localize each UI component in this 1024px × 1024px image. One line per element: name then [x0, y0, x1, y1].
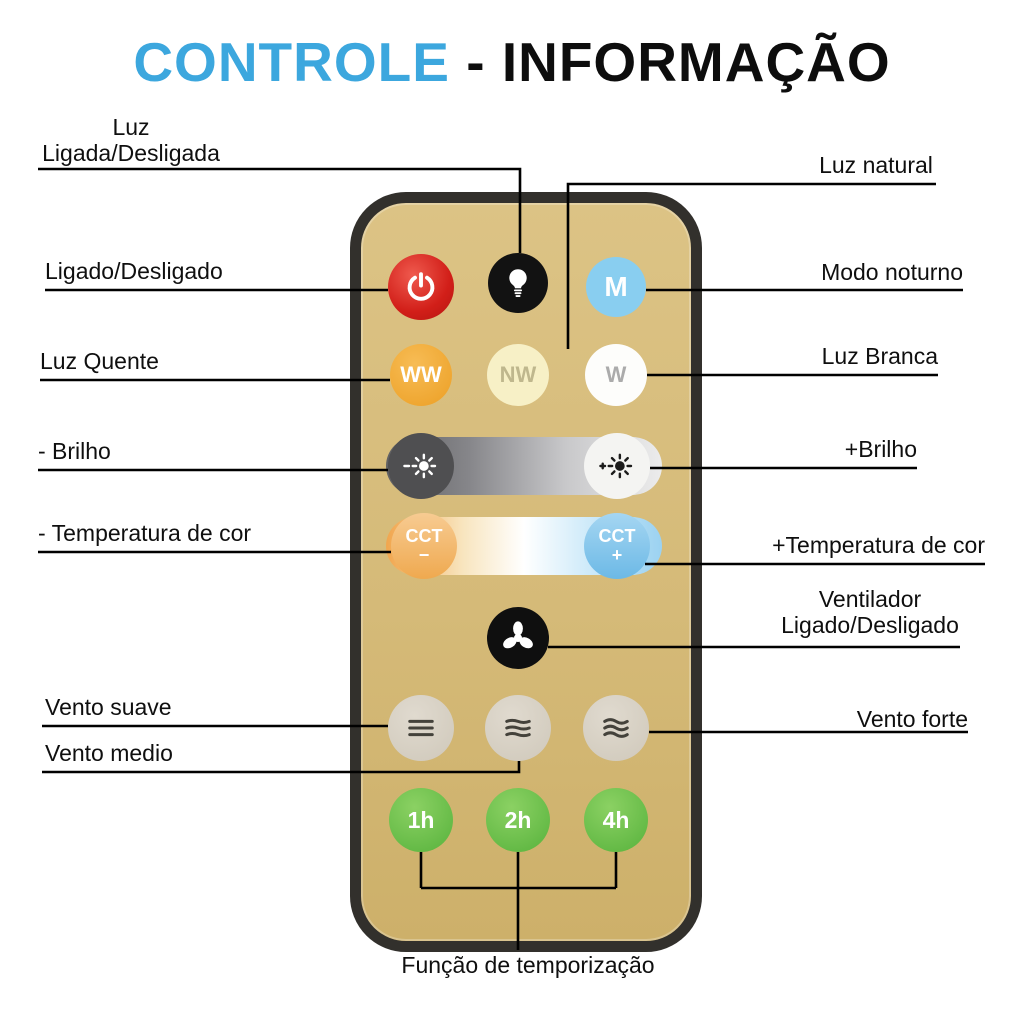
timer-1h-button: 1h: [389, 788, 453, 852]
fan-icon: [503, 621, 533, 649]
label-light-onoff-line1: Luz: [112, 114, 150, 140]
wind-soft-icon: [408, 719, 434, 737]
sun-dim-icon: [403, 453, 437, 479]
label-wind-strong: Vento forte: [856, 706, 968, 732]
cct-down-button: CCT −: [391, 513, 457, 579]
label-light-onoff: Luz Ligada/Desligada: [31, 114, 231, 166]
page-title: CONTROLE - INFORMAÇÃO: [0, 30, 1024, 94]
power-button: [388, 254, 454, 320]
warm-white-button: WW: [390, 344, 452, 406]
label-fan-onoff-line1: Ventilador: [818, 586, 922, 612]
label-night-mode: Modo noturno: [821, 259, 963, 285]
white-button: W: [585, 344, 647, 406]
warm-white-button-label: WW: [400, 362, 442, 387]
bulb-icon: [509, 269, 527, 297]
wind-strong-icon: [603, 718, 629, 738]
label-natural-light: Luz natural: [819, 152, 933, 178]
cct-down-button-sign: −: [418, 545, 430, 565]
brightness-up-button: [584, 433, 650, 499]
light-onoff-button: [488, 253, 548, 313]
timer-4h-label: 4h: [602, 806, 630, 833]
label-white-light: Luz Branca: [821, 343, 938, 369]
natural-white-button-label: NW: [499, 362, 537, 387]
label-timer-function: Função de temporização: [401, 952, 655, 978]
timer-2h-label: 2h: [504, 806, 532, 833]
label-warm-light: Luz Quente: [40, 348, 159, 374]
label-fan-onoff-line2: Ligado/Desligado: [781, 612, 959, 639]
cct-up-button-label: CCT: [598, 526, 636, 547]
night-mode-button-label: M: [604, 271, 628, 302]
label-color-temp-minus: - Temperatura de cor: [38, 520, 252, 546]
cct-up-button: CCT +: [584, 513, 650, 579]
timer-1h-label: 1h: [407, 806, 435, 833]
label-power: Ligado/Desligado: [45, 258, 223, 284]
label-brightness-plus: +Brilho: [844, 436, 917, 462]
night-mode-button: M: [586, 257, 646, 317]
fan-onoff-button: [487, 607, 549, 669]
label-light-onoff-line2: Ligada/Desligada: [42, 140, 220, 167]
cct-up-button-sign: +: [611, 545, 623, 565]
timer-4h-button: 4h: [584, 788, 648, 852]
title-accent: CONTROLE: [133, 31, 450, 93]
white-button-label: W: [605, 362, 627, 387]
wind-strong-button: [583, 695, 649, 761]
cct-down-button-label: CCT: [405, 526, 443, 547]
label-wind-soft: Vento suave: [45, 694, 172, 720]
label-fan-onoff: Ventilador Ligado/Desligado: [745, 586, 995, 638]
wind-medium-icon: [505, 718, 531, 738]
brightness-down-button: [388, 433, 454, 499]
title-rest: - INFORMAÇÃO: [449, 31, 891, 93]
label-color-temp-plus: +Temperatura de cor: [772, 532, 985, 558]
power-icon: [407, 272, 435, 301]
sun-bright-icon: [599, 453, 633, 479]
wind-medium-button: [485, 695, 551, 761]
label-wind-medium: Vento medio: [45, 740, 173, 766]
natural-white-button: NW: [487, 344, 549, 406]
label-brightness-minus: - Brilho: [38, 438, 111, 464]
timer-2h-button: 2h: [486, 788, 550, 852]
wind-soft-button: [388, 695, 454, 761]
